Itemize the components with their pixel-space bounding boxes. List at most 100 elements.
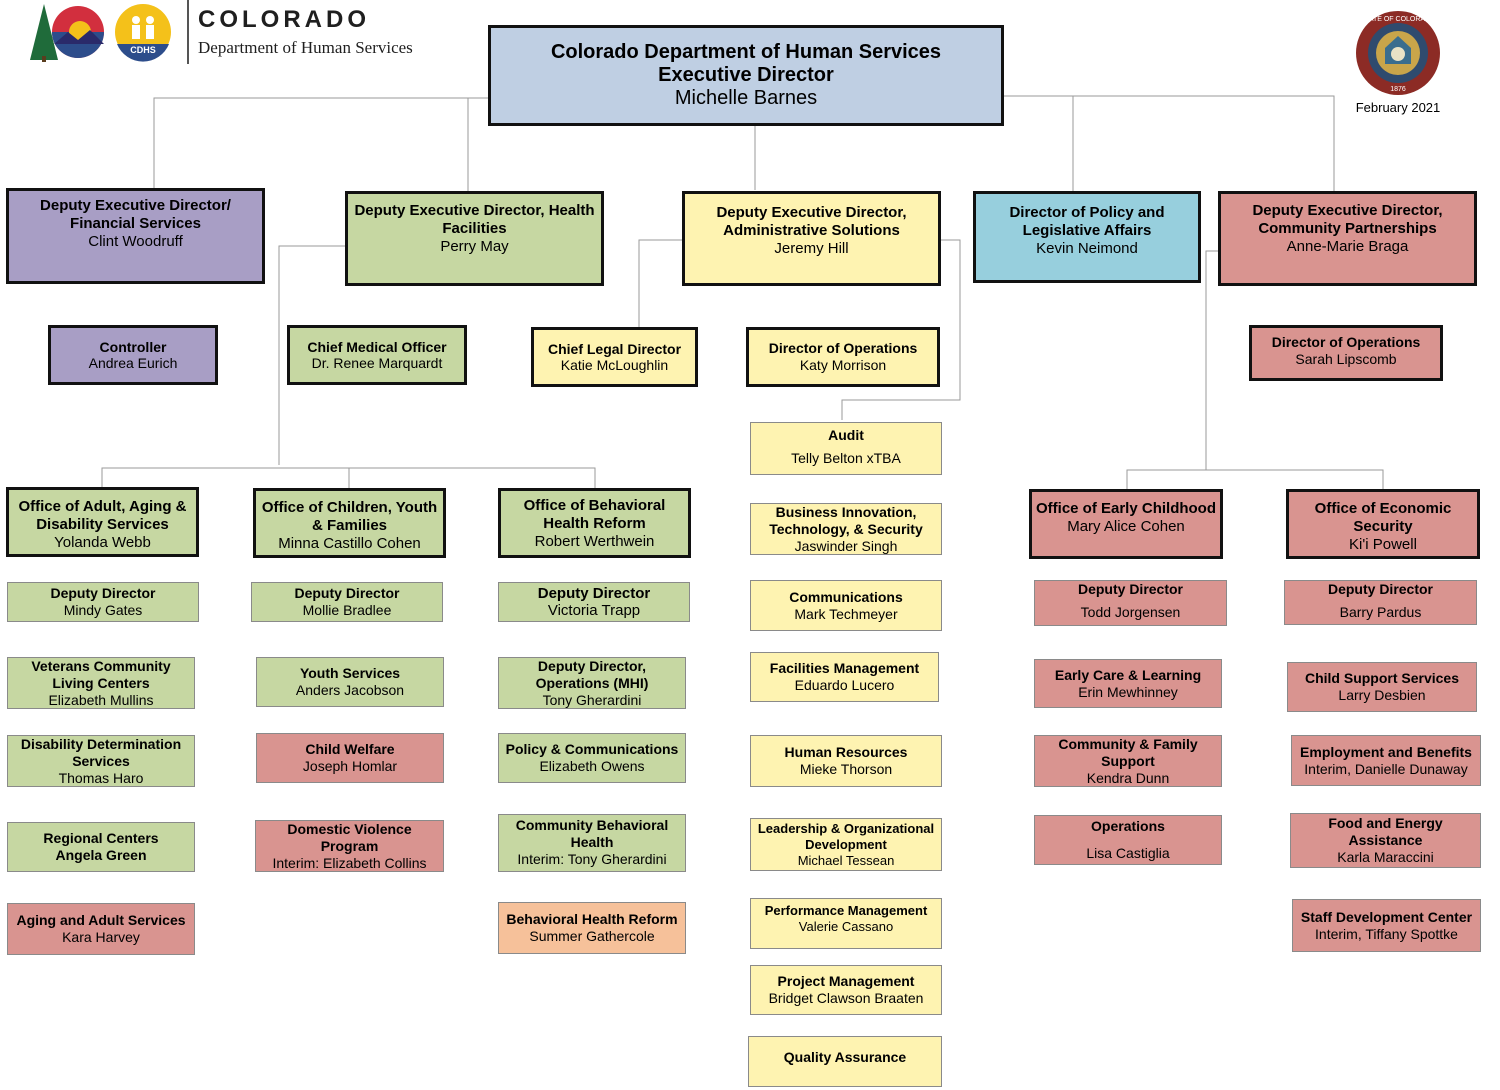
children-unit-box[interactable]: Child Welfare Joseph Homlar xyxy=(256,733,444,783)
adult-unit-box[interactable]: Deputy Director Mindy Gates xyxy=(7,582,199,622)
economic-unit-box[interactable]: Employment and Benefits Interim, Daniell… xyxy=(1291,735,1481,786)
adult-unit-box[interactable]: Veterans Community Living Centers Elizab… xyxy=(7,657,195,709)
director-operations-admin-box[interactable]: Director of Operations Katy Morrison xyxy=(746,327,940,387)
economic-unit-box[interactable]: Deputy Director Barry Pardus xyxy=(1284,580,1477,625)
admin-unit-box[interactable]: Audit Telly Belton xTBA xyxy=(750,422,942,475)
controller-box[interactable]: Controller Andrea Eurich xyxy=(48,325,218,385)
office-children-youth-box[interactable]: Office of Children, Youth & Families Min… xyxy=(253,488,446,558)
admin-unit-box[interactable]: Quality Assurance xyxy=(748,1036,942,1087)
deputy-admin-title: Deputy Executive Director, Administrativ… xyxy=(716,204,907,239)
unit-title: Performance Management xyxy=(764,903,928,918)
director-policy-box[interactable]: Director of Policy and Legislative Affai… xyxy=(973,191,1201,283)
deputy-health-box[interactable]: Deputy Executive Director, Health Facili… xyxy=(345,191,604,286)
behavioral-unit-box[interactable]: Behavioral Health Reform Summer Gatherco… xyxy=(498,902,686,954)
unit-name: Kendra Dunn xyxy=(1086,769,1170,786)
unit-title: Business Innovation, Technology, & Secur… xyxy=(769,503,923,537)
unit-name: Interim, Tiffany Spottke xyxy=(1315,925,1458,942)
unit-name: Erin Mewhinney xyxy=(1078,683,1178,700)
deputy-health-title: Deputy Executive Director, Health Facili… xyxy=(354,202,595,237)
unit-name: Larry Desbien xyxy=(1338,687,1426,703)
deputy-admin-box[interactable]: Deputy Executive Director, Administrativ… xyxy=(682,191,941,286)
unit-title: Youth Services xyxy=(299,665,401,681)
office-early-name: Mary Alice Cohen xyxy=(1067,518,1185,535)
early-unit-box[interactable]: Operations Lisa Castiglia xyxy=(1034,815,1222,865)
chief-medical-officer-box[interactable]: Chief Medical Officer Dr. Renee Marquard… xyxy=(287,325,467,385)
admin-unit-box[interactable]: Communications Mark Techmeyer xyxy=(750,580,942,631)
unit-title: Audit xyxy=(828,427,864,443)
early-unit-box[interactable]: Deputy Director Todd Jorgensen xyxy=(1034,580,1227,626)
behavioral-unit-box[interactable]: Policy & Communications Elizabeth Owens xyxy=(498,733,686,783)
early-unit-box[interactable]: Early Care & Learning Erin Mewhinney xyxy=(1034,659,1222,708)
director-policy-name: Kevin Neimond xyxy=(1036,240,1138,257)
department-name: Department of Human Services xyxy=(198,38,413,57)
cmo-title: Chief Medical Officer xyxy=(307,339,447,355)
admin-unit-box[interactable]: Performance Management Valerie Cassano xyxy=(750,898,942,949)
unit-name: Thomas Haro xyxy=(58,769,144,786)
logo-divider xyxy=(187,0,189,64)
unit-name: Angela Green xyxy=(55,847,147,863)
adult-unit-box[interactable]: Disability Determination Services Thomas… xyxy=(7,735,195,787)
unit-title: Operations xyxy=(1091,818,1165,834)
office-early-title: Office of Early Childhood xyxy=(1036,500,1217,517)
behavioral-unit-box[interactable]: Community Behavioral Health Interim: Ton… xyxy=(498,814,686,872)
unit-title: Leadership & Organizational Development xyxy=(757,820,935,852)
state-seal-icon: STATE OF COLORADO 1876 xyxy=(1356,11,1440,95)
unit-title: Deputy Director xyxy=(1077,581,1184,597)
behavioral-unit-box[interactable]: Deputy Director, Operations (MHI) Tony G… xyxy=(498,657,686,709)
unit-name: Mollie Bradlee xyxy=(302,602,392,618)
children-unit-box[interactable]: Deputy Director Mollie Bradlee xyxy=(251,582,443,622)
deputy-financial-box[interactable]: Deputy Executive Director/ Financial Ser… xyxy=(6,188,265,284)
adult-unit-box[interactable]: Aging and Adult Services Kara Harvey xyxy=(7,903,195,955)
executive-role: Executive Director xyxy=(658,64,834,86)
svg-text:1876: 1876 xyxy=(1390,86,1406,93)
unit-title: Community & Family Support xyxy=(1058,735,1198,769)
admin-unit-box[interactable]: Business Innovation, Technology, & Secur… xyxy=(750,503,942,555)
early-unit-box[interactable]: Community & Family Support Kendra Dunn xyxy=(1034,735,1222,787)
office-economic-security-box[interactable]: Office of Economic Security Ki'i Powell xyxy=(1286,489,1480,559)
unit-name: Elizabeth Mullins xyxy=(48,691,154,708)
adult-unit-box[interactable]: Regional Centers Angela Green xyxy=(7,822,195,872)
unit-title: Child Welfare xyxy=(305,741,395,757)
unit-title: Quality Assurance xyxy=(783,1049,907,1065)
deputy-community-box[interactable]: Deputy Executive Director, Community Par… xyxy=(1218,191,1477,286)
office-children-title: Office of Children, Youth & Families xyxy=(261,499,438,534)
behavioral-unit-box[interactable]: Deputy Director Victoria Trapp xyxy=(498,582,690,622)
admin-unit-box[interactable]: Human Resources Mieke Thorson xyxy=(750,735,942,787)
unit-title: Employment and Benefits xyxy=(1300,743,1472,760)
executive-director-box[interactable]: Colorado Department of Human Services Ex… xyxy=(488,25,1004,126)
unit-name: Interim: Elizabeth Collins xyxy=(272,854,427,871)
unit-title: Regional Centers xyxy=(43,830,159,846)
unit-name: Mieke Thorson xyxy=(799,761,893,777)
office-early-childhood-box[interactable]: Office of Early Childhood Mary Alice Coh… xyxy=(1029,489,1223,559)
admin-unit-box[interactable]: Leadership & Organizational Development … xyxy=(750,818,942,871)
office-behavioral-health-box[interactable]: Office of Behavioral Health Reform Rober… xyxy=(498,488,691,558)
controller-title: Controller xyxy=(99,339,167,355)
deputy-admin-name: Jeremy Hill xyxy=(774,240,849,257)
unit-title: Deputy Director xyxy=(537,585,651,602)
children-unit-box[interactable]: Youth Services Anders Jacobson xyxy=(256,657,444,707)
executive-name: Michelle Barnes xyxy=(674,87,818,109)
unit-name: Victoria Trapp xyxy=(547,602,641,619)
admin-unit-box[interactable]: Facilities Management Eduardo Lucero xyxy=(750,652,939,702)
office-adult-title: Office of Adult, Aging & Disability Serv… xyxy=(18,498,187,533)
economic-unit-box[interactable]: Food and Energy Assistance Karla Maracci… xyxy=(1290,813,1481,868)
admin-unit-box[interactable]: Project Management Bridget Clawson Braat… xyxy=(750,965,942,1015)
unit-title: Food and Energy Assistance xyxy=(1328,815,1443,848)
economic-unit-box[interactable]: Staff Development Center Interim, Tiffan… xyxy=(1292,899,1481,952)
office-adult-aging-box[interactable]: Office of Adult, Aging & Disability Serv… xyxy=(6,487,199,557)
unit-name: Bridget Clawson Braaten xyxy=(768,990,924,1006)
executive-org: Colorado Department of Human Services xyxy=(550,41,942,63)
brand-wordmark: COLORADO xyxy=(198,6,370,33)
controller-name: Andrea Eurich xyxy=(88,355,178,371)
unit-title: Child Support Services xyxy=(1304,670,1460,686)
legal-title: Chief Legal Director xyxy=(547,341,682,357)
ops-admin-title: Director of Operations xyxy=(768,340,918,356)
chart-date: February 2021 xyxy=(1355,100,1441,115)
deputy-community-name: Anne-Marie Braga xyxy=(1286,238,1409,255)
unit-name: Kara Harvey xyxy=(62,929,140,945)
children-unit-box[interactable]: Domestic Violence Program Interim: Eliza… xyxy=(255,820,444,872)
unit-title: Policy & Communications xyxy=(505,741,679,757)
director-operations-community-box[interactable]: Director of Operations Sarah Lipscomb xyxy=(1249,325,1443,381)
chief-legal-director-box[interactable]: Chief Legal Director Katie McLoughlin xyxy=(531,327,698,387)
economic-unit-box[interactable]: Child Support Services Larry Desbien xyxy=(1287,662,1477,712)
